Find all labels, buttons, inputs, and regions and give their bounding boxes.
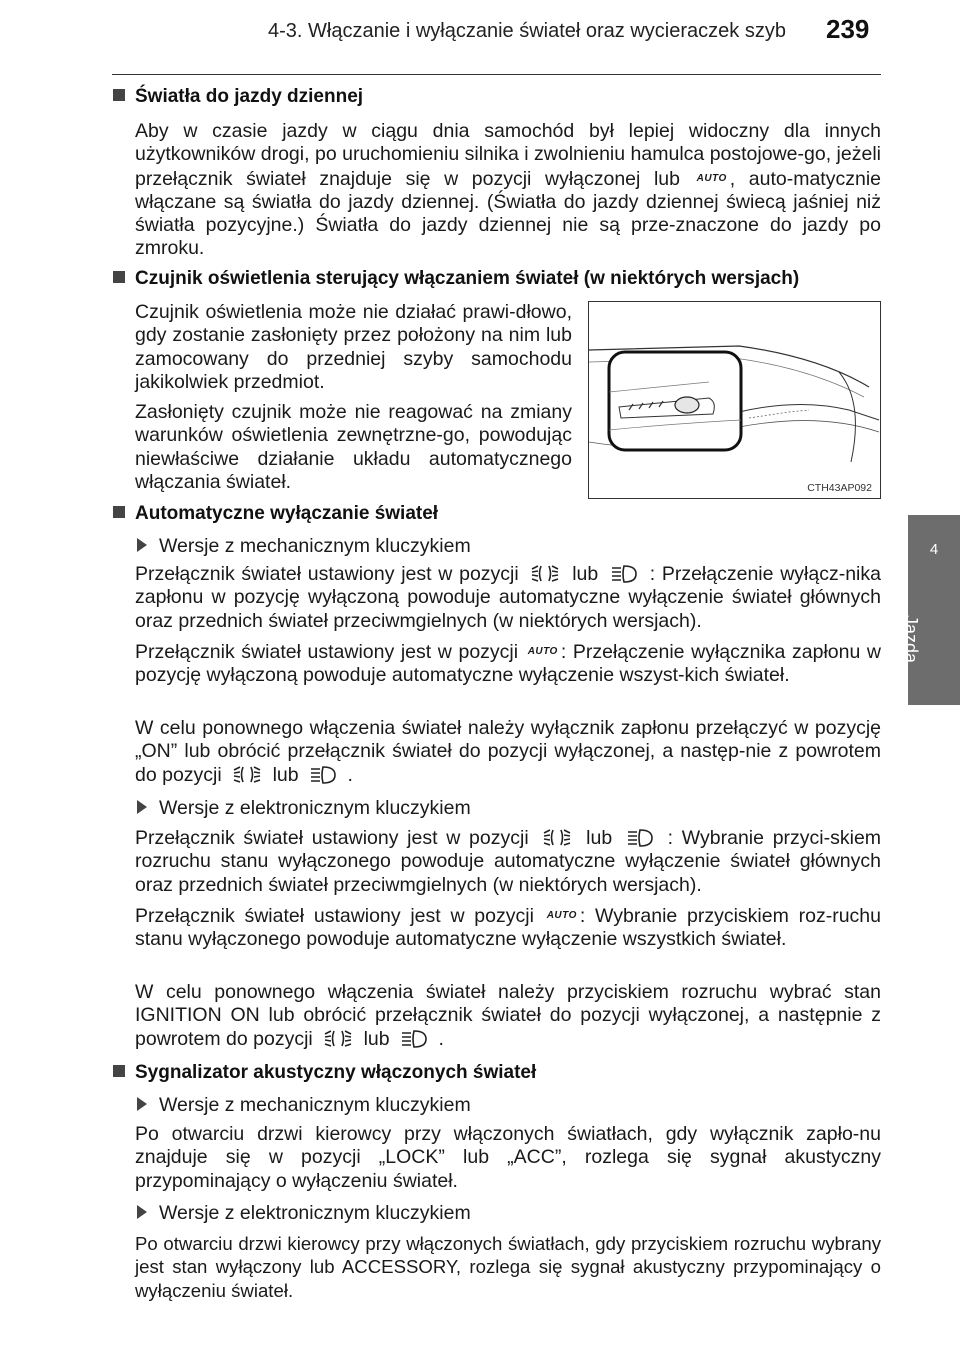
triangle-bullet-icon <box>137 1097 147 1111</box>
auto-symbol-icon: AUTO <box>527 646 558 657</box>
buzzer-mech-paragraph: Po otwarciu drzwi kierowcy przy włączony… <box>135 1123 881 1192</box>
header-divider <box>112 74 881 75</box>
section-heading-sensor: Czujnik oświetlenia sterujący włączaniem… <box>113 268 799 290</box>
square-bullet-icon <box>113 89 125 101</box>
section-heading-buzzer: Sygnalizator akustyczny włączonych świat… <box>113 1062 536 1084</box>
tail-light-icon <box>532 565 559 582</box>
subheading-mechanical-key: Wersje z mechanicznym kluczykiem <box>135 535 471 558</box>
buzzer-elec-paragraph: Po otwarciu drzwi kierowcy przy włączony… <box>135 1233 881 1301</box>
page-number: 239 <box>826 14 870 44</box>
sensor-illustration: CTH43AP092 <box>588 301 881 499</box>
triangle-bullet-icon <box>137 800 147 814</box>
chapter-label: Jazda <box>901 615 921 664</box>
headlight-icon <box>402 1029 427 1048</box>
auto-symbol-icon: AUTO <box>696 172 727 184</box>
auto-off-mech-paragraph-2: Przełącznik świateł ustawiony jest w poz… <box>135 641 881 687</box>
subheading-electronic-key: Wersje z elektronicznym kluczykiem <box>135 1202 471 1225</box>
triangle-bullet-icon <box>137 1205 147 1219</box>
running-header: 4-3. Włączanie i wyłączanie świateł oraz… <box>268 20 786 42</box>
chapter-number: 4 <box>929 541 939 558</box>
triangle-bullet-icon <box>137 538 147 552</box>
drl-paragraph: Aby w czasie jazdy w ciągu dnia samochód… <box>135 120 881 260</box>
square-bullet-icon <box>113 271 125 283</box>
auto-off-elec-paragraph-3: W celu ponownego włączenia świateł należ… <box>135 981 881 1050</box>
figure-code: CTH43AP092 <box>807 482 872 494</box>
tail-light-icon <box>544 829 571 846</box>
subheading-mechanical-key: Wersje z mechanicznym kluczykiem <box>135 1094 471 1117</box>
sensor-paragraph-1: Czujnik oświetlenia może nie działać pra… <box>135 301 572 393</box>
square-bullet-icon <box>113 506 125 518</box>
auto-off-elec-paragraph-1: Przełącznik świateł ustawiony jest w poz… <box>135 827 882 896</box>
auto-off-mech-paragraph-1: Przełącznik świateł ustawiony jest w poz… <box>135 563 881 632</box>
headlight-icon <box>627 829 653 847</box>
sensor-paragraph-2: Zasłonięty czujnik może nie reagować na … <box>135 401 572 493</box>
section-heading-auto-off: Automatyczne wyłączanie świateł <box>113 503 438 525</box>
subheading-electronic-key: Wersje z elektronicznym kluczykiem <box>135 797 471 820</box>
auto-symbol-icon: AUTO <box>546 910 577 921</box>
auto-off-mech-paragraph-3: W celu ponownego włączenia świateł należ… <box>135 717 881 786</box>
chapter-tab: 4 Jazda <box>901 515 960 705</box>
auto-off-elec-paragraph-2: Przełącznik świateł ustawiony jest w poz… <box>135 905 881 951</box>
tail-light-icon <box>324 1029 352 1047</box>
section-heading-drl: Światła do jazdy dziennej <box>113 86 363 108</box>
square-bullet-icon <box>113 1065 125 1077</box>
headlight-icon <box>311 765 336 784</box>
headlight-icon <box>611 565 637 583</box>
windshield-sensor-drawing <box>588 345 880 463</box>
tail-light-icon <box>233 765 261 783</box>
